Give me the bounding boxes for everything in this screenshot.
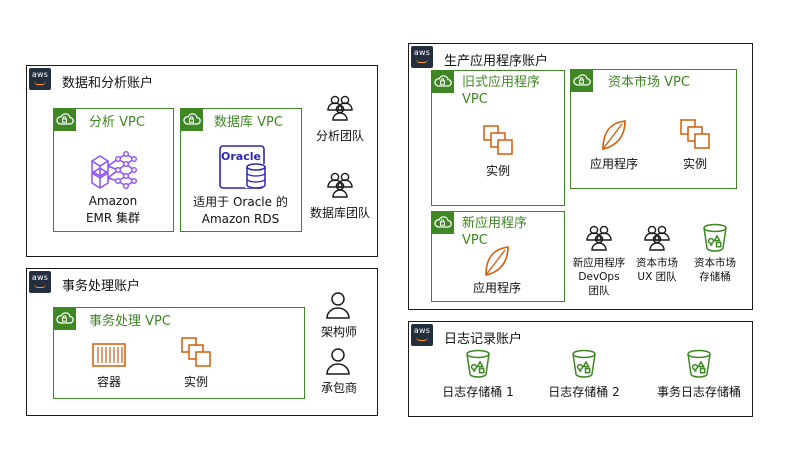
- log-bucket-1-icon: [464, 349, 492, 379]
- vpc-title-line2: VPC: [462, 92, 488, 107]
- rds-label-line2: Amazon RDS: [201, 212, 280, 226]
- container-label: 容器: [96, 375, 121, 389]
- vpc-title-line2: VPC: [462, 233, 488, 248]
- vpc-cloud-lock-icon: [53, 108, 76, 131]
- ux-team-icon: [642, 224, 672, 252]
- transaction-vpc: 事务处理 VPC 容器 实例: [53, 307, 305, 399]
- ux-team-line2: UX 团队: [637, 271, 677, 283]
- vpc-title: 事务处理 VPC: [89, 314, 171, 329]
- instance-icon: [482, 124, 514, 156]
- transaction-account: aws 事务处理账户 事务处理 VPC 容器 实例 架构师 承包商: [26, 268, 378, 416]
- account-title: 数据和分析账户: [62, 76, 154, 91]
- emr-label-line1: Amazon: [88, 194, 138, 208]
- log-bucket-1-label: 日志存储桶 1: [442, 385, 514, 399]
- aws-logo-icon: aws: [411, 324, 433, 346]
- devops-team-line2: DevOps: [578, 271, 620, 283]
- oracle-text: Oracle: [221, 150, 261, 163]
- analytics-team-label: 分析团队: [315, 129, 364, 143]
- vpc-title: 资本市场 VPC: [608, 75, 690, 90]
- bucket-line2: 存储桶: [699, 271, 731, 283]
- instance-icon: [180, 336, 212, 368]
- database-team-label: 数据库团队: [309, 206, 370, 220]
- capital-markets-bucket-icon: [701, 223, 729, 253]
- aws-logo-icon: aws: [29, 68, 51, 90]
- emr-cluster-icon: [88, 149, 138, 191]
- architect-icon: [325, 291, 351, 319]
- transaction-log-bucket-label: 事务日志存储桶: [656, 385, 741, 399]
- application-label: 应用程序: [472, 281, 521, 295]
- instance-label: 实例: [183, 375, 208, 389]
- rds-label-line1: 适用于 Oracle 的: [193, 195, 288, 209]
- vpc-cloud-lock-icon: [431, 70, 454, 93]
- contractor-icon: [325, 347, 351, 375]
- data-analytics-account: aws 数据和分析账户 分析 VPC Amazon EMR 集群 数据库 VPC…: [26, 65, 378, 257]
- log-bucket-2-label: 日志存储桶 2: [548, 385, 620, 399]
- ux-team-line1: 资本市场: [636, 257, 678, 269]
- contractor-label: 承包商: [320, 381, 357, 395]
- database-vpc: 数据库 VPC Oracle 适用于 Oracle 的 Amazon RDS: [180, 108, 302, 232]
- bucket-line1: 资本市场: [694, 257, 736, 269]
- aws-logo-icon: aws: [411, 46, 433, 68]
- container-icon: [92, 343, 126, 367]
- legacy-app-vpc: 旧式应用程序 VPC 实例: [431, 70, 565, 206]
- logging-account: aws 日志记录账户 日志存储桶 1 日志存储桶 2 事务日志存储桶: [408, 321, 753, 417]
- vpc-cloud-lock-icon: [53, 307, 76, 330]
- account-title: 日志记录账户: [444, 332, 523, 347]
- production-app-account: aws 生产应用程序账户 旧式应用程序 VPC 实例 资本市场 VPC 应用程序…: [408, 43, 753, 310]
- new-app-vpc: 新应用程序 VPC 应用程序: [431, 211, 565, 302]
- instance-label: 实例: [682, 157, 707, 171]
- vpc-cloud-lock-icon: [570, 69, 593, 92]
- capital-markets-vpc: 资本市场 VPC 应用程序 实例: [570, 69, 737, 189]
- aws-logo-icon: aws: [29, 271, 51, 293]
- devops-team-icon: [584, 224, 614, 252]
- log-bucket-2-icon: [570, 349, 598, 379]
- instance-label: 实例: [485, 164, 510, 178]
- account-title: 事务处理账户: [62, 279, 141, 294]
- application-label: 应用程序: [589, 157, 638, 171]
- application-leaf-icon: [600, 118, 628, 152]
- vpc-title: 数据库 VPC: [214, 115, 283, 130]
- rds-oracle-icon: Oracle: [219, 145, 267, 189]
- transaction-log-bucket-icon: [685, 349, 713, 379]
- vpc-title-line1: 旧式应用程序: [462, 75, 541, 90]
- account-title: 生产应用程序账户: [444, 54, 549, 69]
- vpc-cloud-lock-icon: [180, 108, 203, 131]
- devops-team-line1: 新应用程序: [572, 257, 626, 269]
- emr-label-line2: EMR 集群: [85, 211, 141, 225]
- analytics-team-icon: [325, 94, 355, 122]
- vpc-title: 分析 VPC: [89, 115, 145, 130]
- architect-label: 架构师: [320, 325, 357, 339]
- database-team-icon: [325, 171, 355, 199]
- vpc-cloud-lock-icon: [431, 211, 454, 234]
- application-leaf-icon: [483, 244, 511, 278]
- vpc-title-line1: 新应用程序: [462, 216, 528, 231]
- analytics-vpc: 分析 VPC Amazon EMR 集群: [53, 108, 174, 232]
- devops-team-line3: 团队: [588, 285, 610, 297]
- instance-icon: [679, 118, 711, 150]
